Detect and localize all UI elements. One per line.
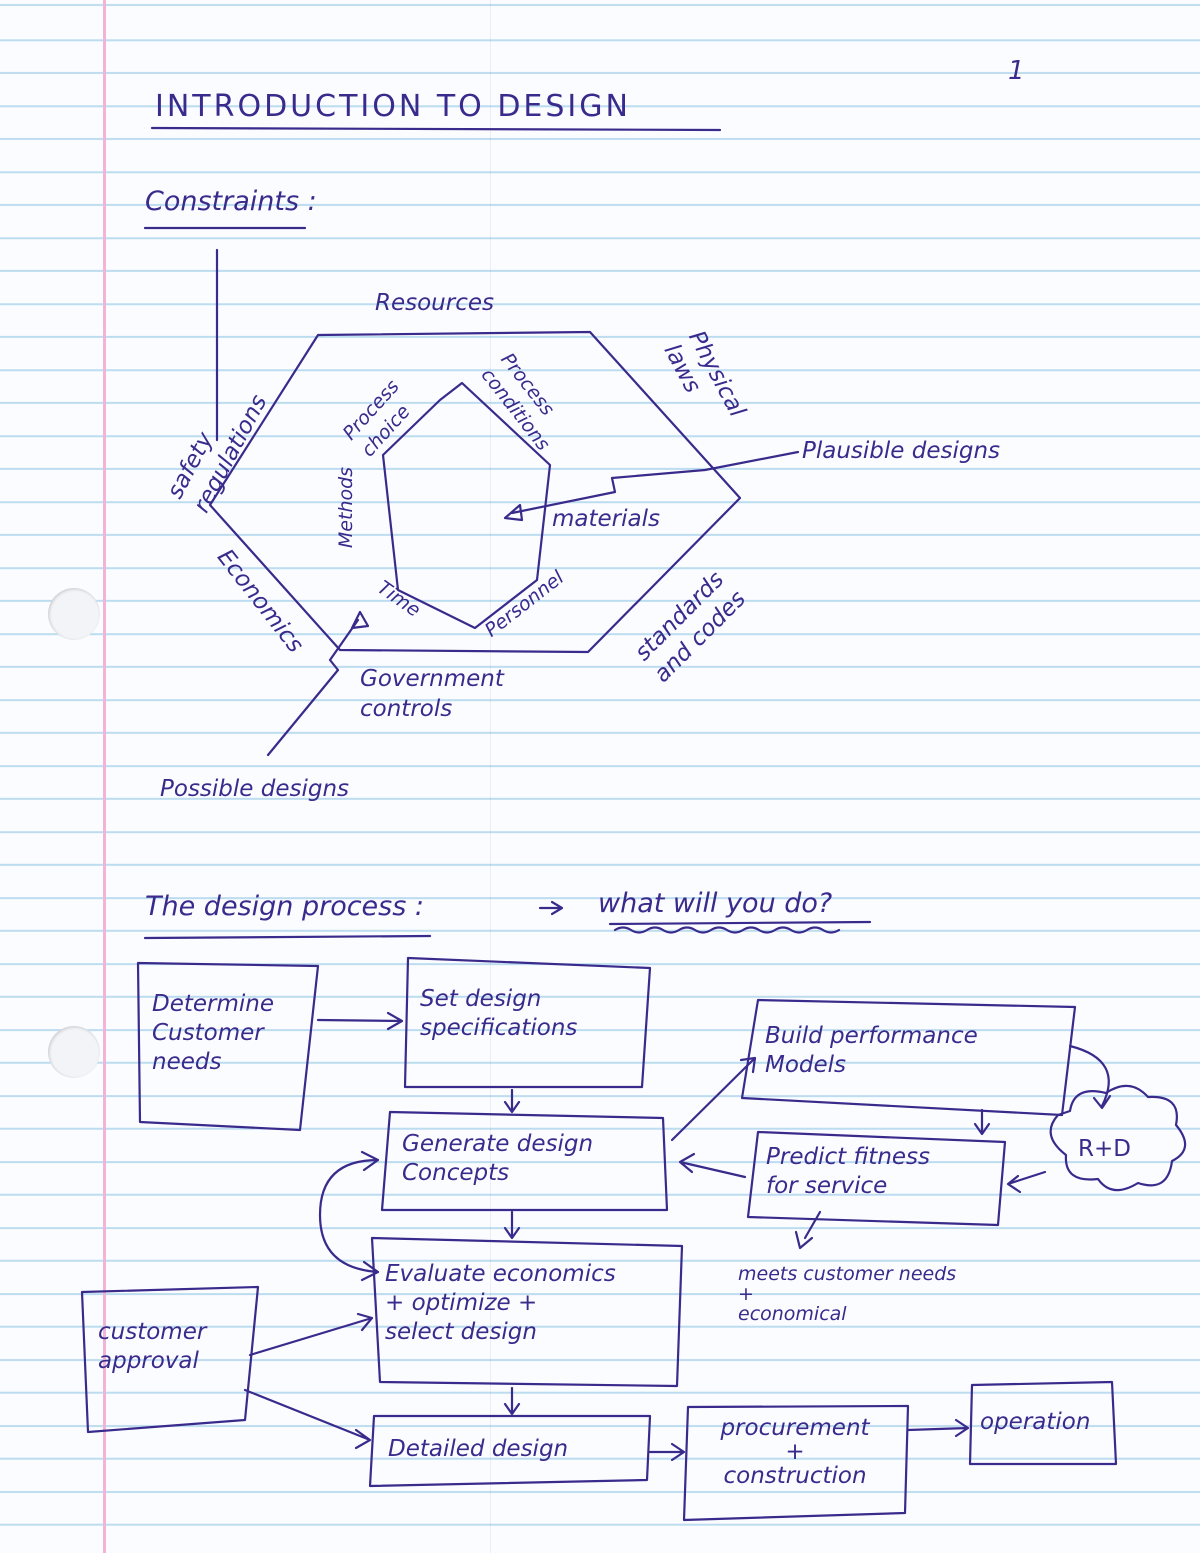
arrow-models-to-rd <box>1068 1044 1112 1110</box>
outer-hexagon <box>208 330 742 654</box>
box-label-procurement: procurement + construction <box>720 1415 870 1490</box>
box-label-operation: operation <box>980 1409 1091 1435</box>
label-government-controls: Government controls <box>360 666 504 722</box>
process-question: what will you do? <box>598 888 833 919</box>
box-label-set-specs: Set design specifications <box>420 986 578 1041</box>
page-number: 1 <box>1008 56 1025 86</box>
title-underline <box>150 126 722 132</box>
box-customer-needs <box>136 961 320 1132</box>
arrow-generate-to-models <box>670 1056 757 1142</box>
rd-cloud-label: R+D <box>1078 1136 1131 1162</box>
rd-cloud <box>1049 1084 1187 1192</box>
arrow-evaluate-to-detailed <box>503 1386 521 1416</box>
fold-line <box>490 0 491 1553</box>
inner-heptagon <box>381 381 552 630</box>
box-customer-approval <box>80 1285 260 1434</box>
arrow-predict-to-generate <box>678 1152 747 1179</box>
process-heading-underline <box>143 934 432 940</box>
box-procurement <box>682 1404 910 1522</box>
arrow-generate-to-evaluate <box>503 1210 521 1240</box>
box-evaluate <box>370 1236 684 1388</box>
punch-hole <box>48 1026 100 1078</box>
label-resources: Resources <box>375 290 494 316</box>
arrow-predict-to-note <box>794 1210 822 1250</box>
arrow-procurement-to-operation <box>906 1418 970 1438</box>
loop-evaluate-generate <box>318 1150 380 1282</box>
heading-arrow <box>538 900 564 916</box>
arrow-specs-to-generate <box>503 1088 521 1114</box>
callout-possible-designs: Possible designs <box>160 776 350 802</box>
plausible-leader <box>510 450 800 515</box>
possible-arrowhead <box>350 610 370 630</box>
arrow-rd-to-predict <box>1006 1170 1047 1194</box>
box-label-predict: Predict fitness for service <box>766 1144 931 1199</box>
label-methods: Methods <box>335 466 358 549</box>
process-heading: The design process : <box>145 891 424 922</box>
process-note: meets customer needs + economical <box>738 1263 957 1325</box>
callout-plausible-designs: Plausible designs <box>802 438 1001 464</box>
margin-line <box>103 0 106 1553</box>
page-title: INTRODUCTION TO DESIGN <box>155 89 631 124</box>
arrow-approval-to-evaluate <box>248 1312 374 1357</box>
box-label-customer-needs: Determine Customer needs <box>152 991 275 1075</box>
question-squiggle <box>613 926 841 934</box>
box-detailed <box>368 1414 652 1488</box>
possible-leader <box>266 618 360 757</box>
plausible-arrowhead <box>503 503 524 522</box>
box-operation <box>968 1380 1118 1466</box>
box-set-specs <box>403 956 652 1089</box>
arrow-models-to-predict <box>973 1108 991 1136</box>
box-label-evaluate: Evaluate economics + optimize + select d… <box>385 1261 616 1345</box>
box-label-build-models: Build performance Models <box>765 1023 978 1078</box>
box-label-customer-approval: customer approval <box>98 1319 207 1374</box>
arrow-detailed-to-procurement <box>648 1442 686 1462</box>
arrow-needs-to-specs <box>316 1011 404 1031</box>
box-label-detailed: Detailed design <box>388 1436 569 1462</box>
label-materials: materials <box>552 506 660 532</box>
box-label-generate: Generate design Concepts <box>402 1131 594 1186</box>
question-underline <box>608 920 872 926</box>
box-predict <box>746 1130 1007 1227</box>
punch-hole <box>48 588 100 640</box>
box-generate <box>380 1110 669 1212</box>
constraints-heading: Constraints : <box>145 186 317 217</box>
arrow-approval-to-detailed <box>243 1388 372 1450</box>
